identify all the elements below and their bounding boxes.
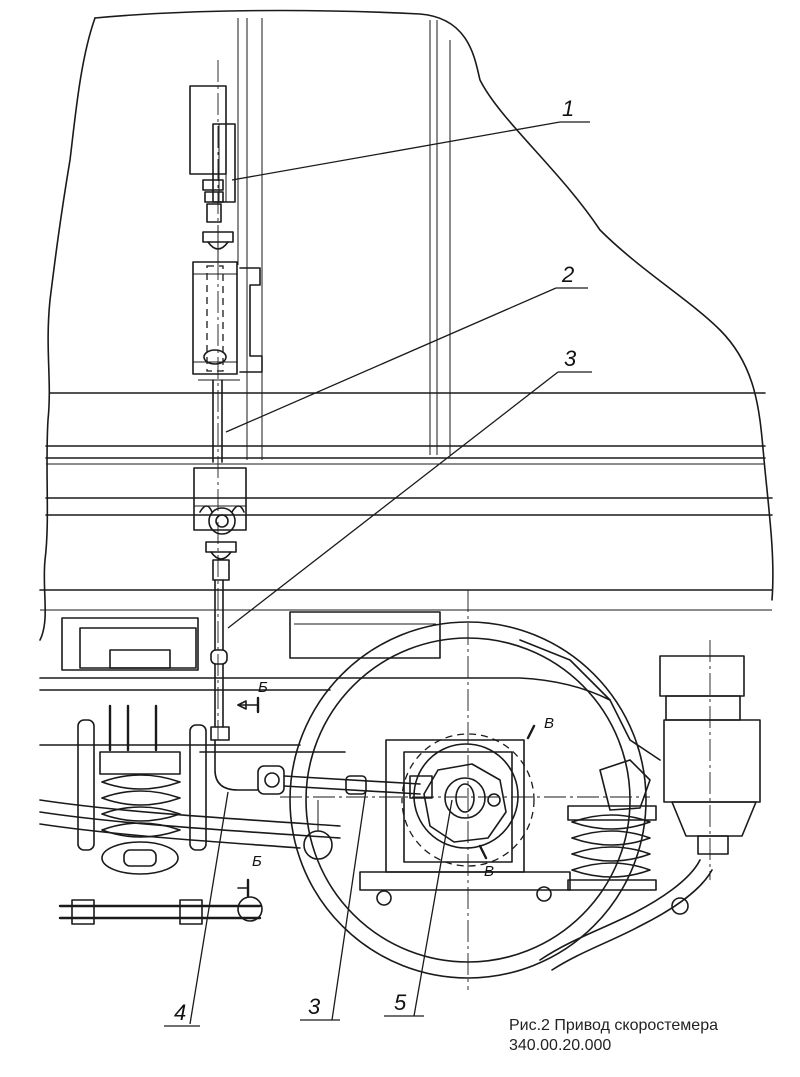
callout-3-upper: 3 — [227, 346, 592, 629]
horizontal-drive-shaft — [214, 739, 433, 860]
section-b-lower-marker: Б — [237, 853, 262, 898]
section-v-upper-marker: В — [526, 715, 554, 740]
car-body-outline — [39, 9, 774, 641]
callout-4: 4 — [164, 791, 229, 1027]
callout-3-upper-number: 3 — [564, 346, 577, 371]
section-v-lower-label: В — [484, 863, 494, 880]
drive-shaft-3 — [210, 579, 230, 741]
caption-title: Рис.2 Привод скоростемера — [509, 1017, 718, 1034]
callout-3-lower: 3 — [300, 789, 367, 1021]
callout-5: 5 — [384, 799, 453, 1017]
right-spring-set — [567, 759, 657, 891]
wheelset — [280, 590, 650, 990]
callout-1-number: 1 — [562, 96, 574, 121]
axle-drive-reducer — [359, 739, 571, 906]
callout-4-number: 4 — [174, 1000, 186, 1025]
section-b-upper-marker: Б — [237, 679, 268, 714]
callout-2: 2 — [225, 262, 588, 433]
caption-code: 340.00.20.000 — [509, 1037, 612, 1054]
figure-caption: Рис.2 Привод скоростемера 340.00.20.000 — [509, 1016, 718, 1056]
callout-1: 1 — [231, 96, 590, 181]
callout-5-number: 5 — [394, 990, 407, 1015]
callout-2-number: 2 — [561, 262, 574, 287]
intermediate-reducer — [193, 467, 247, 535]
section-b-upper-label: Б — [258, 679, 268, 696]
underframe-bands — [39, 392, 773, 611]
section-b-lower-label: Б — [252, 853, 262, 870]
speedometer-unit — [189, 85, 236, 223]
section-v-upper-label: В — [544, 715, 554, 732]
flexible-shaft-2 — [212, 60, 223, 740]
bogie-frame — [39, 611, 661, 761]
hydraulic-damper — [539, 640, 761, 971]
callout-3-lower-number: 3 — [308, 994, 321, 1019]
section-v-lower-marker: В — [478, 844, 494, 880]
middle-cardan-joint — [205, 541, 237, 581]
left-spring-set — [39, 704, 341, 925]
protective-housing — [192, 261, 263, 381]
